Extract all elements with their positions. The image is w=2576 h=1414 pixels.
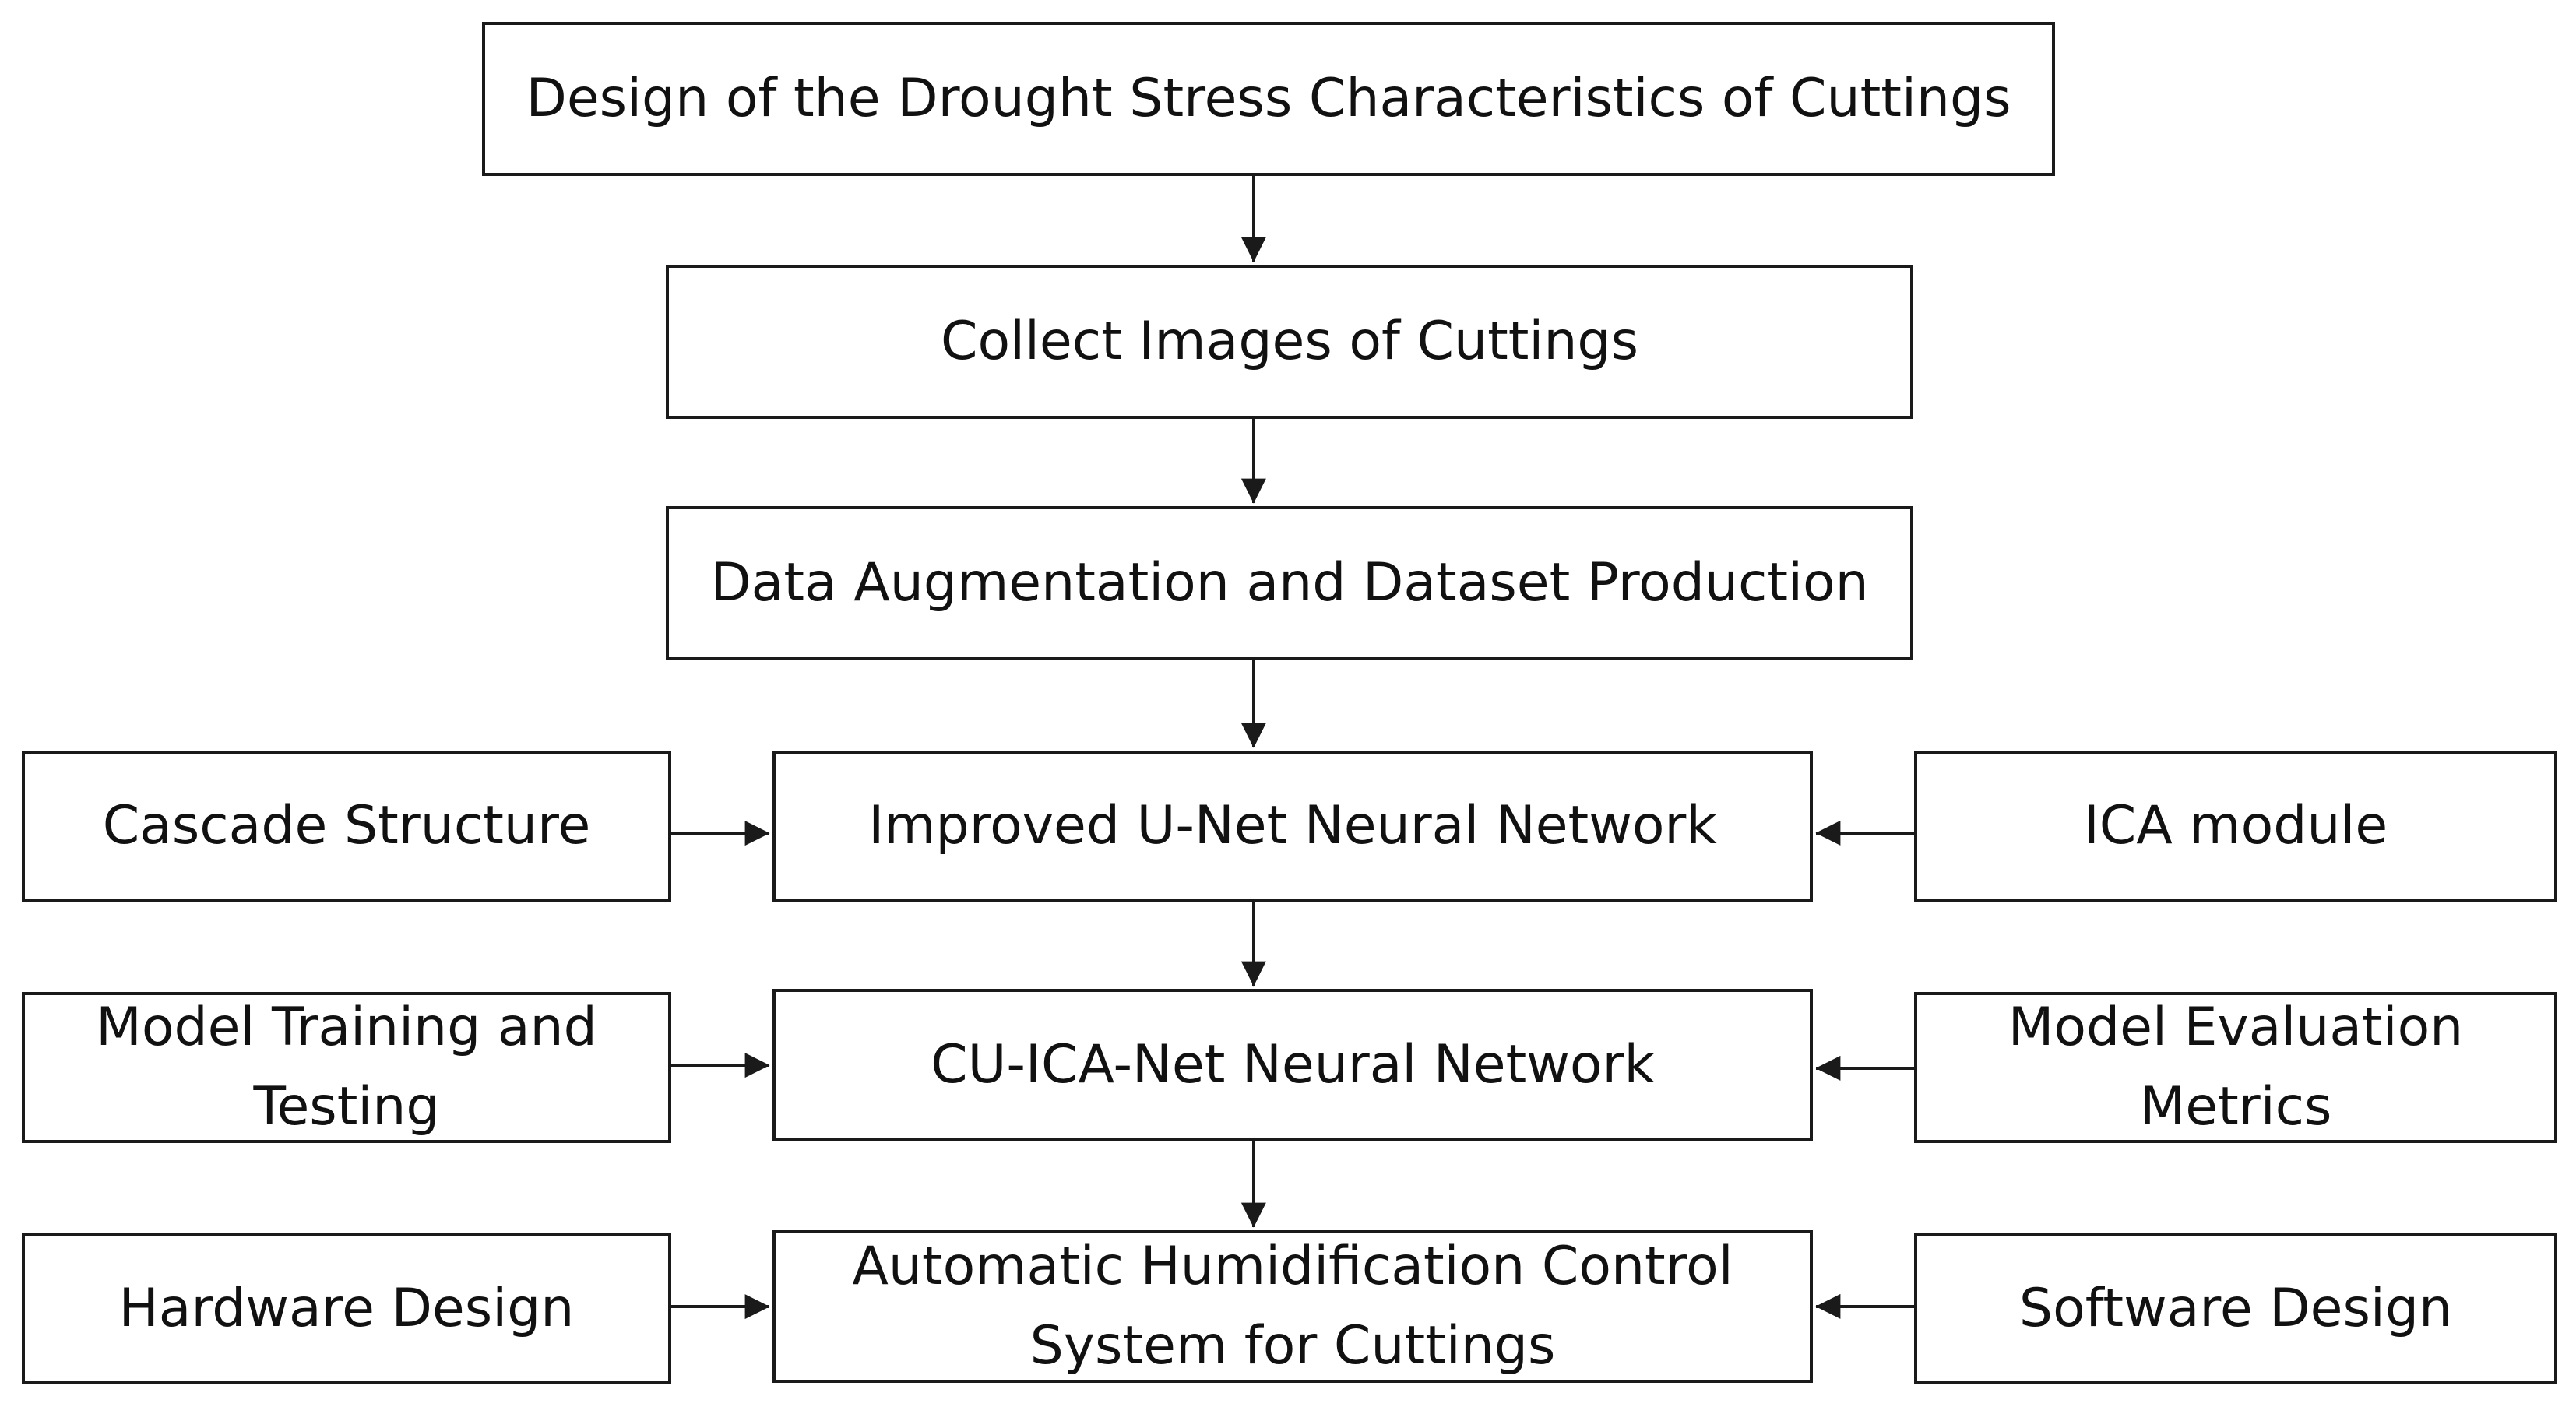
input-ica-module: ICA module bbox=[1914, 751, 2557, 902]
input-model-evaluation: Model Evaluation Metrics bbox=[1914, 992, 2557, 1143]
input-label: Software Design bbox=[2018, 1278, 2453, 1339]
step-data-augmentation: Data Augmentation and Dataset Production bbox=[666, 506, 1913, 660]
input-label: Model Evaluation Metrics bbox=[2008, 997, 2464, 1138]
step-label: CU-ICA-Net Neural Network bbox=[931, 1034, 1655, 1096]
input-cascade-structure: Cascade Structure bbox=[22, 751, 671, 902]
input-label: ICA module bbox=[2083, 795, 2388, 856]
step-label: Data Augmentation and Dataset Production bbox=[710, 552, 1869, 614]
input-label: Model Training and Testing bbox=[96, 997, 597, 1138]
input-hardware-design: Hardware Design bbox=[22, 1233, 671, 1384]
step-label: Design of the Drought Stress Characteris… bbox=[526, 68, 2011, 129]
step-design-drought-stress: Design of the Drought Stress Characteris… bbox=[482, 22, 2055, 176]
step-label: Collect Images of Cuttings bbox=[940, 311, 1639, 372]
input-software-design: Software Design bbox=[1914, 1233, 2557, 1384]
step-humidification-system: Automatic Humidification Control System … bbox=[772, 1230, 1813, 1383]
input-label: Cascade Structure bbox=[102, 795, 591, 856]
step-label: Improved U-Net Neural Network bbox=[868, 795, 1717, 856]
step-collect-images: Collect Images of Cuttings bbox=[666, 265, 1913, 419]
step-cu-ica-net: CU-ICA-Net Neural Network bbox=[772, 989, 1813, 1141]
input-label: Hardware Design bbox=[118, 1278, 575, 1339]
input-model-training: Model Training and Testing bbox=[22, 992, 671, 1143]
step-improved-unet: Improved U-Net Neural Network bbox=[772, 751, 1813, 902]
step-label: Automatic Humidification Control System … bbox=[852, 1236, 1733, 1377]
